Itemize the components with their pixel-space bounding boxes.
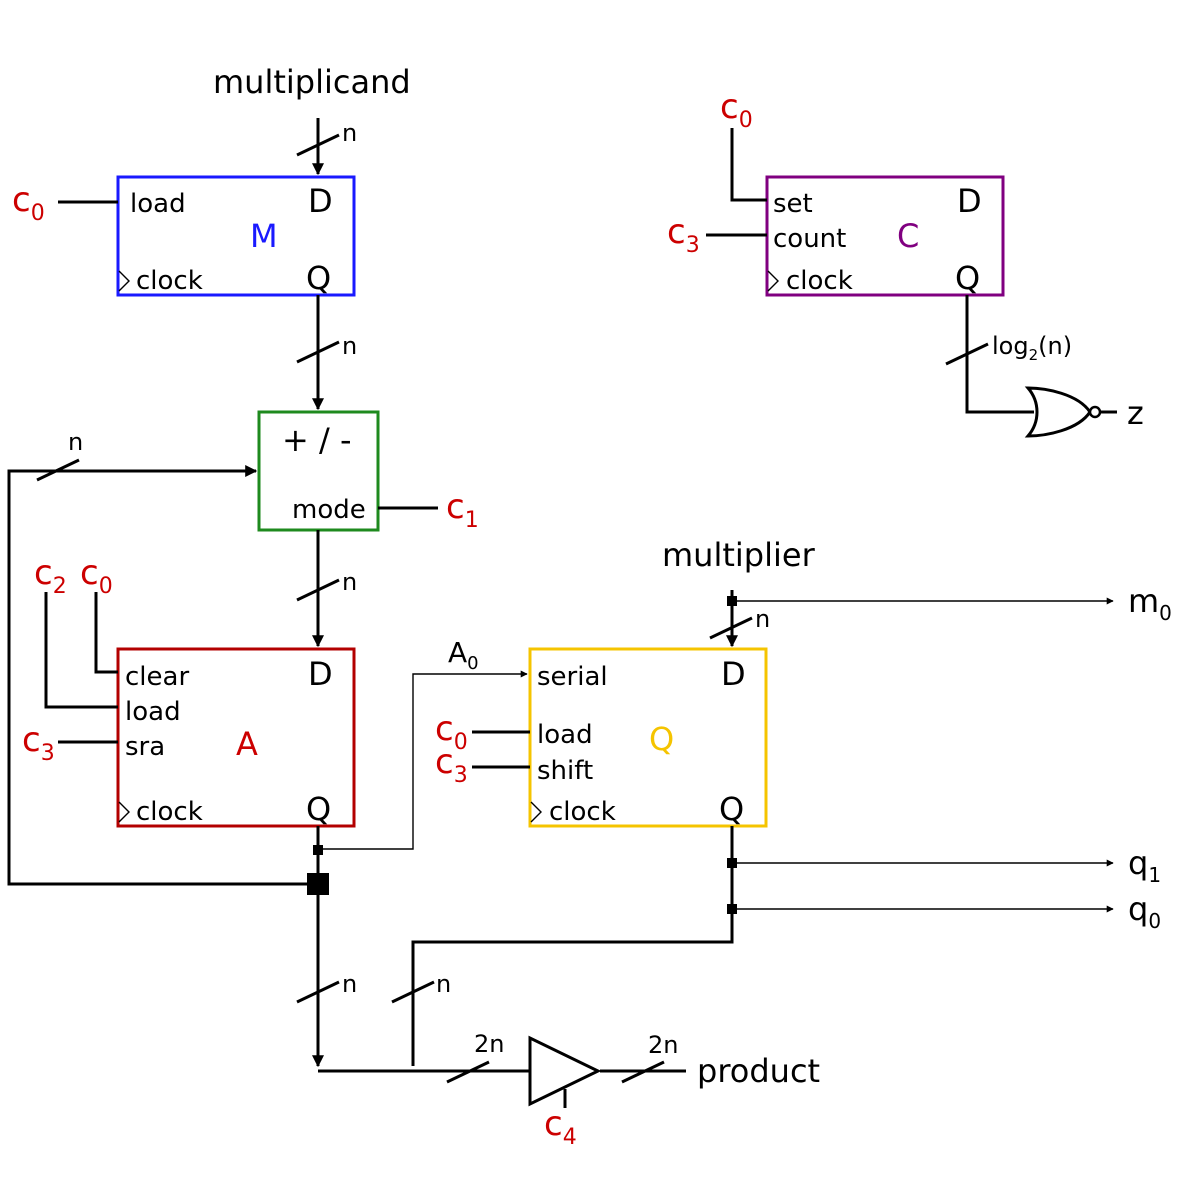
nor-gate-icon	[1024, 386, 1092, 438]
bus-width-label: 2n	[648, 1031, 678, 1059]
register-m-box	[116, 175, 356, 297]
output-q1-label: q1	[1128, 844, 1161, 887]
register-m: load D M clock Q	[116, 175, 356, 297]
control-c0-label: c0	[80, 553, 113, 599]
junction-dot	[727, 904, 737, 914]
junction-dot	[313, 845, 323, 855]
junction-dot	[727, 596, 737, 606]
register-m-name: M	[250, 217, 278, 255]
output-q0-label: q0	[1128, 890, 1161, 933]
port-serial-label: serial	[537, 662, 608, 692]
wire-c-to-nor	[965, 295, 1034, 414]
port-set-label: set	[773, 189, 813, 219]
port-q-label: Q	[719, 790, 744, 828]
bus-width-label: n	[342, 568, 357, 596]
control-c2-label: c2	[34, 553, 67, 599]
bus-width-label: n	[342, 119, 357, 147]
bus-slash	[296, 980, 340, 1004]
junction-dot	[727, 858, 737, 868]
clock-triangle-icon	[118, 801, 130, 823]
bus-width-label: n	[755, 605, 770, 633]
nor-gate	[1024, 386, 1102, 438]
port-load-label: load	[537, 720, 593, 750]
port-sra-label: sra	[125, 732, 165, 762]
register-a-box	[116, 647, 356, 828]
bus-slash	[296, 578, 340, 602]
input-multiplicand-label: multiplicand	[213, 63, 411, 101]
port-d-label: D	[308, 182, 333, 220]
control-c0-label: c0	[720, 87, 753, 133]
control-c0-label: c0	[435, 709, 468, 755]
control-c4-label: c4	[544, 1104, 577, 1150]
bus-slash	[945, 342, 989, 366]
port-load-label: load	[125, 697, 181, 727]
port-clock-label: clock	[136, 266, 203, 296]
bus-width-label: n	[342, 332, 357, 360]
port-clock-label: clock	[136, 797, 203, 827]
port-q-label: Q	[955, 259, 980, 297]
bus-width-label: n	[342, 970, 357, 998]
wire-q-to-product	[411, 826, 734, 1066]
register-c: set D count C clock Q	[765, 175, 1005, 297]
bus-slash	[446, 1060, 490, 1084]
port-load-label: load	[130, 189, 186, 219]
clock-triangle-icon	[118, 270, 130, 292]
bus-slash	[709, 616, 753, 640]
port-clear-label: clear	[125, 662, 189, 692]
signal-a0-label: A0	[448, 636, 479, 674]
inversion-bubble-icon	[1088, 405, 1102, 419]
control-c0-label: c0	[12, 180, 45, 226]
output-z-label: z	[1127, 394, 1144, 432]
port-q-label: Q	[306, 259, 331, 297]
register-q-name: Q	[649, 720, 674, 758]
control-c3-label: c3	[667, 212, 700, 258]
tristate-buffer	[528, 1035, 602, 1107]
counter-width-label: log2(n)	[992, 332, 1072, 364]
buffer-triangle-icon	[528, 1035, 602, 1107]
register-a-name: A	[236, 725, 258, 763]
port-count-label: count	[773, 224, 846, 254]
port-d-label: D	[957, 182, 982, 220]
wire-a0-serial	[318, 670, 528, 850]
wire-a-feedback	[7, 465, 318, 886]
output-m0-label: m0	[1128, 582, 1172, 625]
bus-slash	[36, 458, 80, 482]
bus-width-label: 2n	[474, 1030, 504, 1058]
register-c-name: C	[897, 217, 919, 255]
bus-slash	[296, 340, 340, 364]
clock-triangle-icon	[767, 270, 779, 292]
adder-subtractor: + / - mode	[257, 410, 380, 532]
port-d-label: D	[308, 655, 333, 693]
control-c3-label: c3	[435, 742, 468, 788]
register-q-box	[528, 647, 768, 828]
output-product-label: product	[697, 1052, 820, 1090]
adder-op-label: + / -	[282, 421, 351, 459]
wire-a-load	[44, 592, 118, 709]
wire-a-clear	[94, 592, 118, 674]
control-c1-label: c1	[446, 487, 479, 533]
bus-width-label: n	[68, 428, 83, 456]
port-mode-label: mode	[292, 495, 366, 525]
control-c3-label: c3	[22, 720, 55, 766]
wire-c-set	[730, 128, 767, 202]
port-d-label: D	[721, 655, 746, 693]
input-multiplier-label: multiplier	[662, 536, 816, 574]
port-clock-label: clock	[786, 266, 853, 296]
bus-slash	[391, 980, 435, 1004]
port-clock-label: clock	[549, 797, 616, 827]
bus-slash	[296, 133, 340, 157]
port-shift-label: shift	[537, 756, 593, 786]
bus-width-label: n	[436, 970, 451, 998]
register-q: serial D load Q shift clock Q	[528, 647, 768, 828]
register-a: clear D load sra A clock Q	[116, 647, 356, 828]
junction-dot	[307, 873, 329, 895]
port-q-label: Q	[306, 790, 331, 828]
bus-slash	[621, 1060, 665, 1084]
clock-triangle-icon	[530, 801, 542, 823]
